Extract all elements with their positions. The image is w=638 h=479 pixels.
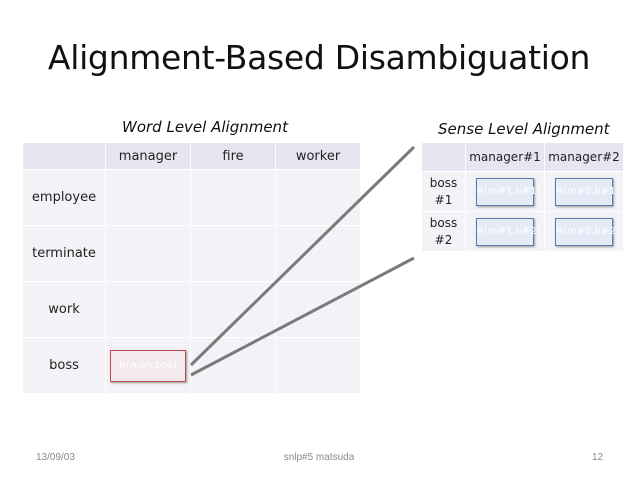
row-header: work xyxy=(22,281,106,338)
connector-line-lower xyxy=(190,256,415,377)
table-cell: R(m#1,b#1) xyxy=(465,171,545,212)
row-header-word: boss xyxy=(429,175,458,190)
row-header-sense: #1 xyxy=(434,192,453,207)
table-cell xyxy=(190,225,276,282)
column-header: manager#1 xyxy=(465,142,545,172)
table-cell xyxy=(190,169,276,226)
connector-line-upper xyxy=(189,145,416,367)
row-header: terminate xyxy=(22,225,106,282)
table-row: boss R(man,bos) xyxy=(22,337,361,394)
slide-title: Alignment-Based Disambiguation xyxy=(47,38,591,77)
highlight-cell-box: R(man,bos) xyxy=(110,349,186,382)
row-header: boss #1 xyxy=(421,171,466,212)
table-cell xyxy=(275,225,361,282)
column-header: manager#2 xyxy=(544,142,624,172)
corner-cell xyxy=(421,142,466,172)
table-cell xyxy=(105,281,191,338)
footer-author: snlp#5 matsuda xyxy=(283,452,355,463)
table-row: employee xyxy=(22,169,361,226)
table-cell xyxy=(105,169,191,226)
row-header-sense: #2 xyxy=(434,232,453,247)
column-header: worker xyxy=(275,142,361,170)
row-header: employee xyxy=(22,169,106,226)
sense-cell-box: R(m#1,b#1) xyxy=(476,177,541,206)
table-cell xyxy=(275,337,361,394)
row-header: boss #2 xyxy=(421,211,466,252)
table-cell: R(m#2,b#1) xyxy=(544,171,624,212)
sense-level-caption: Sense Level Alignment xyxy=(438,120,610,138)
table-cell xyxy=(190,281,276,338)
sense-alignment-table: manager#1 manager#2 boss #1 R(m#1,b#1) R… xyxy=(421,142,624,252)
footer-page-number: 12 xyxy=(592,452,604,463)
word-level-caption: Word Level Alignment xyxy=(122,118,288,136)
table-cell xyxy=(275,281,361,338)
sense-cell-box: R(m#2,b#2) xyxy=(555,217,620,246)
word-alignment-table: manager fire worker employee terminate w… xyxy=(22,142,361,394)
table-cell: R(m#2,b#2) xyxy=(544,211,624,252)
table-cell: R(m#1,b#2) xyxy=(465,211,545,252)
table-row: boss #2 R(m#1,b#2) R(m#2,b#2) xyxy=(421,211,624,252)
table-row: terminate xyxy=(22,225,361,282)
table-cell xyxy=(105,225,191,282)
column-header: fire xyxy=(190,142,276,170)
sense-cell-box: R(m#1,b#2) xyxy=(476,217,541,246)
table-header-row: manager#1 manager#2 xyxy=(421,142,624,172)
table-row: work xyxy=(22,281,361,338)
footer-date: 13/09/03 xyxy=(36,452,75,463)
table-header-row: manager fire worker xyxy=(22,142,361,170)
row-header: boss xyxy=(22,337,106,394)
table-row: boss #1 R(m#1,b#1) R(m#2,b#1) xyxy=(421,171,624,212)
table-cell xyxy=(190,337,276,394)
sense-cell-box: R(m#2,b#1) xyxy=(555,177,620,206)
table-cell: R(man,bos) xyxy=(105,337,191,394)
row-header-word: boss xyxy=(429,215,458,230)
